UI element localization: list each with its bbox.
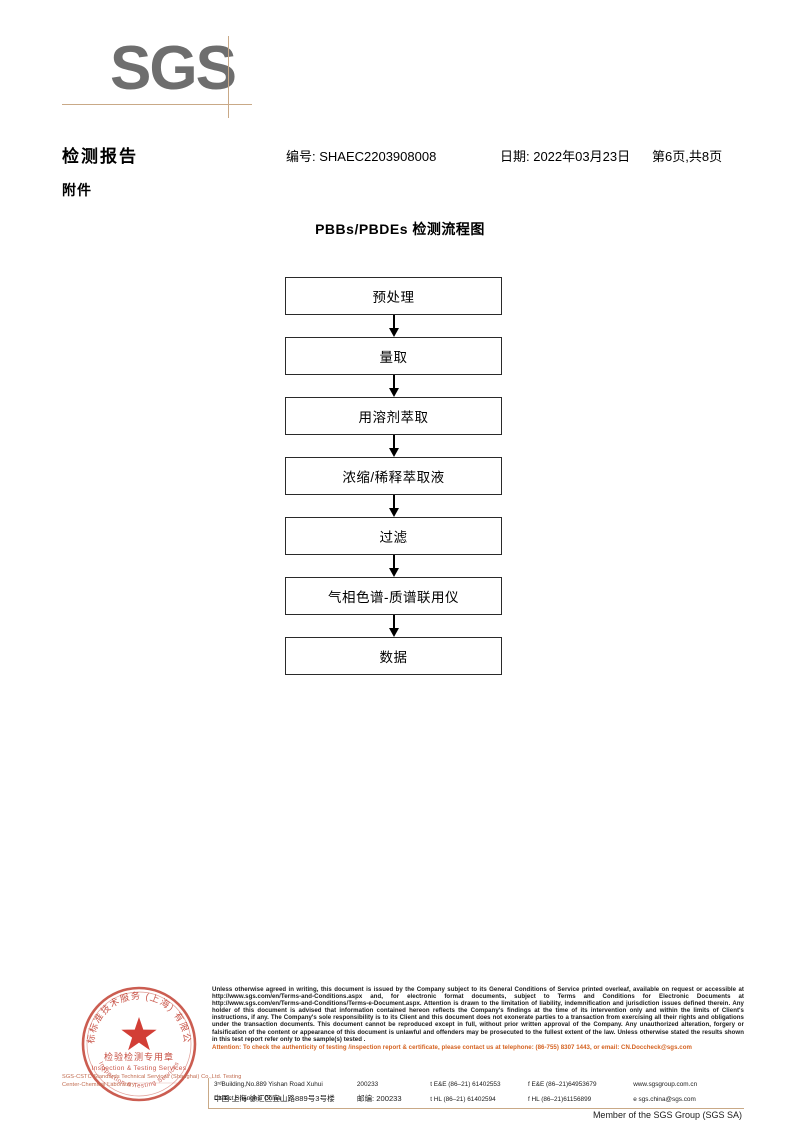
address-row: 3ʳᵈBuilding,No.889 Yishan Road Xuhui Dis… — [214, 1078, 746, 1102]
sgs-group-member-note: Member of the SGS Group (SGS SA) — [592, 1110, 742, 1120]
flow-step-box: 数据 — [285, 637, 502, 675]
logo-vertical-rule — [228, 36, 229, 118]
address-line-en: 3ʳᵈBuilding,No.889 Yishan Road Xuhui Dis… — [214, 1081, 323, 1102]
flow-arrow-down-icon — [285, 375, 502, 397]
fax-ee: f E&E (86–21)64953679 — [527, 1081, 597, 1088]
page-indicator: 第6页,共8页 — [652, 149, 723, 164]
address-row: 中国·上海·徐汇区宜山路889号3号楼 邮编: 200233 t HL (86–… — [214, 1092, 746, 1106]
flow-arrow-down-icon — [285, 435, 502, 457]
svg-text:Inspection & Testing Services: Inspection & Testing Services — [92, 1065, 187, 1072]
website-link[interactable]: www.sgsgroup.com.cn — [633, 1081, 698, 1088]
flowchart: 预处理 量取 用溶剂萃取 浓缩/稀释萃取液 过滤 气相色谱-质谱联用仪 数据 — [285, 277, 504, 675]
address-line-cn: 中国·上海·徐汇区宜山路889号3号楼 — [214, 1093, 335, 1103]
flow-arrow-down-icon — [285, 555, 502, 577]
telephone-hl: t HL (86–21) 61402594 — [430, 1095, 496, 1103]
flow-step-box: 浓缩/稀释萃取液 — [285, 457, 502, 495]
logo-horizontal-rule — [62, 104, 252, 105]
report-number: 编号: SHAEC2203908008 — [286, 149, 437, 164]
seal-icon: 通标标准技术服务 (上海) 有限公司 Inspection & Testing … — [78, 983, 197, 1102]
zipcode-cn: 邮编: 200233 — [356, 1093, 402, 1103]
flow-arrow-down-icon — [285, 615, 502, 637]
report-date: 日期: 2022年03月23日 — [500, 149, 631, 164]
attachment-label: 附件 — [62, 182, 92, 198]
svg-text:检验检测专用章: 检验检测专用章 — [104, 1051, 174, 1062]
flow-step-box: 气相色谱-质谱联用仪 — [285, 577, 502, 615]
flow-step-box: 用溶剂萃取 — [285, 397, 502, 435]
company-seal-stamp: 通标标准技术服务 (上海) 有限公司 Inspection & Testing … — [78, 983, 200, 1105]
sgs-logo: SGS — [62, 34, 270, 123]
legal-attention-text: Attention: To check the authenticity of … — [212, 1043, 692, 1051]
flow-step-box: 量取 — [285, 337, 502, 375]
flow-step-box: 过滤 — [285, 517, 502, 555]
zipcode-en: 200233 — [356, 1081, 379, 1088]
legal-body-text: Unless otherwise agreed in writing, this… — [212, 986, 744, 1043]
flowchart-title: PBBs/PBDEs 检测流程图 — [315, 221, 485, 237]
page-title: 检测报告 — [62, 147, 138, 166]
sgs-logo-text: SGS — [110, 34, 237, 103]
flow-arrow-down-icon — [285, 495, 502, 517]
email-link[interactable]: e sgs.china@sgs.com — [633, 1095, 696, 1103]
company-address-block: 3ʳᵈBuilding,No.889 Yishan Road Xuhui Dis… — [214, 1078, 746, 1105]
address-vertical-rule — [208, 1078, 209, 1108]
seal-caption: SGS-CSTC Standards Technical Services (S… — [62, 1074, 242, 1088]
fax-hl: f HL (86–21)61156899 — [527, 1095, 592, 1103]
telephone-ee: t E&E (86–21) 61402553 — [430, 1081, 501, 1088]
legal-disclaimer: Unless otherwise agreed in writing, this… — [212, 986, 744, 1051]
address-horizontal-rule — [208, 1108, 744, 1109]
flow-arrow-down-icon — [285, 315, 502, 337]
flow-step-box: 预处理 — [285, 277, 502, 315]
